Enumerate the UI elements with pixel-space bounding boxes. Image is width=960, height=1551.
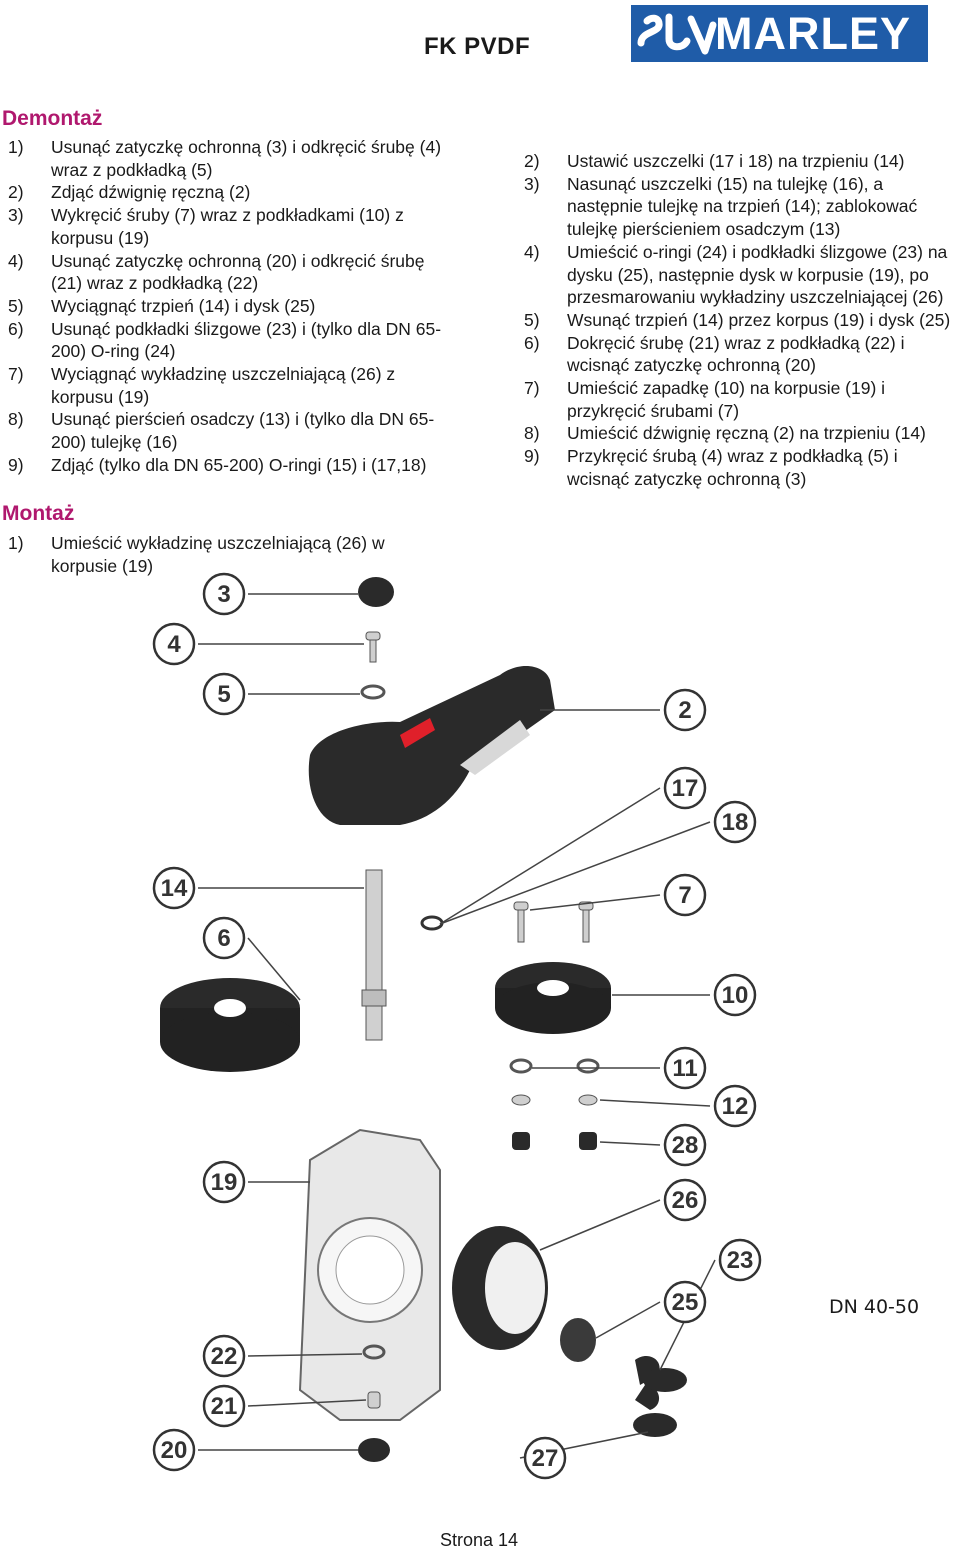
svg-text:7: 7 [678,882,691,909]
page-number: Strona 14 [440,1530,519,1550]
list-item: 5)Wyciągnąć trzpień (14) i dysk (25) [8,295,316,316]
callout-26: 26 [663,1178,707,1222]
protective-cap-part [358,1438,390,1462]
callout-18: 18 [713,800,757,844]
washer-part [362,1344,386,1360]
svg-text:28: 28 [672,1132,699,1159]
svg-text:3: 3 [217,581,230,608]
callout-19: 19 [202,1160,246,1204]
logo-text: MARLEY [715,8,911,59]
svg-text:6: 6 [217,925,230,952]
callout-3: 3 [202,572,246,616]
list-item: 9)Przykręcić śrubą (4) wraz z podkładką … [524,446,898,489]
callout-14: 14 [152,866,196,910]
assembly-heading: Montaż [2,502,75,525]
washer-part [509,1058,533,1074]
svg-text:10: 10 [722,982,749,1009]
marley-logo-icon [637,13,717,55]
callout-7: 7 [663,873,707,917]
svg-text:25: 25 [672,1289,699,1316]
svg-text:5: 5 [217,681,230,708]
svg-text:17: 17 [672,775,699,802]
assembly-steps-left: 1)Umieścić wykładzinę uszczelniającą (26… [8,532,453,577]
slide-bearing-part [635,1355,660,1385]
svg-text:2: 2 [678,697,691,724]
callout-22: 22 [202,1334,246,1378]
callout-27: 27 [523,1436,567,1480]
assembly-steps-right: 2)Ustawić uszczelki (17 i 18) na trzpien… [524,150,960,491]
list-item: 4)Umieścić o-ringi (24) i podkładki śliz… [524,241,948,308]
marley-logo: MARLEY [631,5,928,62]
callout-17: 17 [663,766,707,810]
callout-6: 6 [202,916,246,960]
washer-part [360,684,386,700]
list-item: 6)Dokręcić śrubę (21) wraz z podkładką (… [524,332,905,376]
list-item: 1)Usunąć zatyczkę ochronną (3) i odkręci… [8,137,442,180]
disassembly-steps: 1)Usunąć zatyczkę ochronną (3) i odkręci… [8,136,453,477]
list-item: 3)Wykręcić śruby (7) wraz z podkładkami … [8,205,404,248]
svg-text:11: 11 [672,1055,697,1082]
list-item: 7)Wyciągnąć wykładzinę uszczelniającą (2… [8,364,396,407]
list-item: 1)Umieścić wykładzinę uszczelniającą (26… [8,533,385,576]
callout-11: 11 [663,1046,707,1090]
list-item: 9)Zdjąć (tylko dla DN 65-200) O-ringi (1… [8,454,427,475]
size-label: DN 40-50 [829,1296,920,1318]
callout-25: 25 [663,1280,707,1324]
list-item: 2)Ustawić uszczelki (17 i 18) na trzpien… [524,151,905,171]
svg-text:14: 14 [161,875,188,902]
disc-part [560,1318,596,1362]
bolt-part [513,901,529,911]
svg-text:19: 19 [211,1169,238,1196]
lever-trigger-part [400,718,435,748]
list-item: 8)Usunąć pierścień osadczy (13) i (tylko… [8,409,435,453]
bushing-part [643,1368,687,1392]
callout-28: 28 [663,1123,707,1167]
document-title: FK PVDF [424,33,531,60]
callout-2: 2 [663,688,707,732]
valve-parts-illustration: 3 4 5 2 17 18 14 6 7 10 11 12 28 26 19 2… [152,572,762,1480]
hand-lever-part [308,665,555,825]
callout-10: 10 [713,973,757,1017]
callout-4: 4 [152,622,196,666]
svg-text:22: 22 [211,1343,238,1370]
stem-part [365,869,383,1041]
svg-text:12: 12 [722,1093,749,1120]
svg-text:4: 4 [167,631,181,658]
svg-text:20: 20 [161,1437,188,1464]
list-item: 2)Zdjąć dźwignię ręczną (2) [8,182,251,203]
list-item: 7)Umieścić zapadkę (10) na korpusie (19)… [524,378,886,421]
disassembly-heading: Demontaż [2,107,103,130]
svg-text:18: 18 [722,809,749,836]
svg-text:26: 26 [672,1187,699,1214]
exploded-valve-diagram: 3 4 5 2 17 18 14 6 7 10 11 12 28 26 19 2… [100,570,880,1510]
list-item: 3)Nasunąć uszczelki (15) na tulejkę (16)… [524,173,918,240]
protective-cap-part [358,577,394,607]
callout-21: 21 [202,1384,246,1428]
svg-text:23: 23 [727,1247,754,1274]
callout-23: 23 [718,1238,762,1282]
list-item: 8)Umieścić dźwignię ręczną (2) na trzpie… [524,423,926,444]
screw-part [365,631,381,641]
nut-part [512,1132,530,1150]
svg-text:21: 21 [211,1393,238,1420]
list-item: 5)Wsunąć trzpień (14) przez korpus (19) … [524,309,951,330]
svg-text:27: 27 [532,1445,559,1472]
list-item: 4)Usunąć zatyczkę ochronną (20) i odkręc… [8,250,425,294]
screw-part [367,1391,381,1409]
callout-12: 12 [713,1084,757,1128]
callout-5: 5 [202,672,246,716]
list-item: 6)Usunąć podkładki ślizgowe (23) i (tylk… [8,318,442,362]
callout-20: 20 [152,1428,196,1472]
o-ring-part [420,915,444,931]
